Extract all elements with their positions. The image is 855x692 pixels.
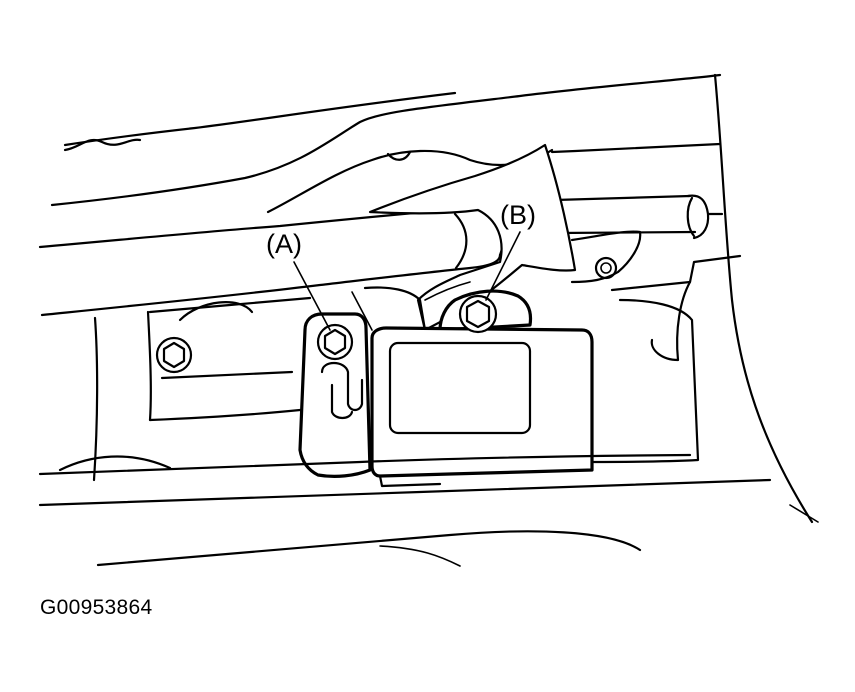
floor-contours	[38, 453, 772, 567]
right-frame	[713, 73, 819, 524]
mount-bracket-right	[570, 230, 742, 362]
callout-label-b: (B)	[500, 200, 536, 230]
leader-lines	[293, 231, 521, 331]
figure-id-label: G00953864	[40, 596, 153, 619]
side-bolt-icon	[155, 336, 193, 374]
bolt-a-icon	[316, 323, 354, 361]
upper-body-panel	[50, 73, 722, 214]
callout-label-a: (A)	[266, 229, 302, 259]
lower-member	[58, 296, 700, 482]
bolt-b-icon	[458, 294, 498, 334]
bracket-arm	[368, 143, 577, 332]
control-module	[370, 326, 594, 488]
